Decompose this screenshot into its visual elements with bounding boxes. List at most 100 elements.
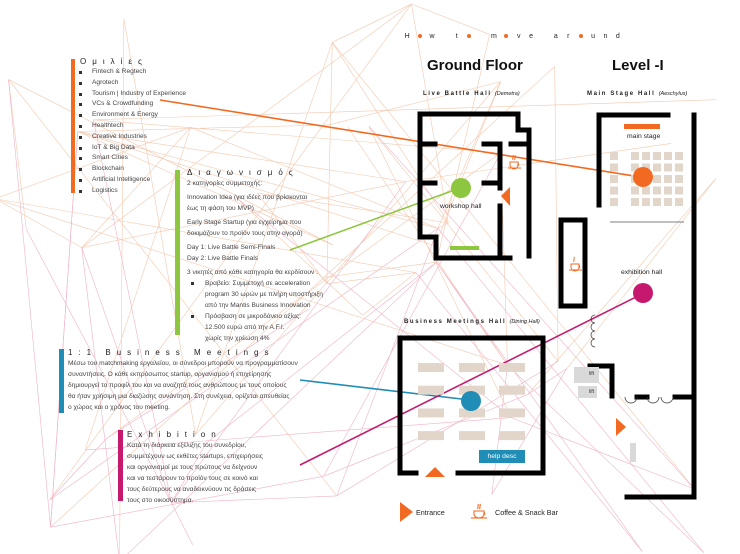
talk-item: IoT & Big Data [74,143,220,154]
background-line [8,79,337,497]
meetings-accent-bar [59,349,64,413]
background-line [336,361,559,497]
seat [675,198,683,206]
talk-item: Environment & Energy [74,110,220,121]
background-line [81,3,412,248]
seat [642,152,650,160]
competition-cat1-cont: έως τη φάση του MVP) [187,205,254,212]
seat [664,198,672,206]
background-line [93,119,501,154]
prize1-line1: Βραβείο: Συμμετοχή σε acceleration [205,280,311,287]
entrance-arrow-business [425,467,445,477]
background-line [81,181,406,248]
meeting-table [459,431,485,441]
seat [664,163,672,172]
lift-1 [574,367,599,383]
header-letter [413,33,425,40]
legend-entrance: Entrance [416,508,445,517]
seat [631,186,639,195]
background-line [257,192,449,224]
marker-main-stage [633,167,653,187]
background-line [326,42,333,284]
background-line [81,247,172,503]
competition-categories: 2 κατηγορίες συμμετοχής: [187,180,263,187]
meetings-line: Μέσω του matchmaking εργαλείου, οι σύνεδ… [68,360,298,367]
meetings-line: δημιουργεί το προφίλ του και να αναζητά … [68,382,287,389]
header-letter [574,33,586,40]
background-line [332,3,412,43]
lift-3 [630,443,636,462]
help-desk: help desc [479,450,525,463]
talk-item: Tourism | Industry of Experience [74,89,220,100]
header-letter [463,33,475,40]
seat [610,186,618,195]
lift-2 [578,386,597,398]
background-line [405,143,672,182]
talk-item: Agrotech [74,78,220,89]
meeting-table [418,385,444,395]
background-line [85,417,512,451]
background-line [437,81,501,229]
talks-accent-bar [71,59,75,193]
background-line [81,247,119,554]
header-dot [417,34,422,38]
background-line [336,228,439,497]
header-letter [500,33,512,40]
competition-winners: 3 νικητές από κάθε κατηγορία θα κερδίσου… [187,269,318,276]
exhibition-line: τους δεύτερους να αναδεικνύουν τις δράσε… [127,486,257,493]
marker-exhibition [633,283,653,303]
background-line [77,131,406,182]
competition-cat2-cont: δοκιμάζουν το προϊόν τους στην αγορά) [187,230,303,237]
seat [642,198,650,206]
connector-competition [289,187,461,251]
exhibition-line: Κατά τη διάρκεια εξέλιξης του συνεδρίου, [127,442,247,449]
seat [675,186,683,195]
background-line [411,3,490,35]
meetings-title: 1:1 Business Meetings [68,348,275,357]
main-stage-hall-name: Main Stage Hall [587,91,656,97]
background-line [106,308,309,439]
header-letter: t [455,33,458,40]
header-letter: m [491,33,497,40]
background-line [49,438,107,500]
seat [610,175,618,183]
meeting-table [499,385,525,395]
business-hall-name: Business Meetings Hall [404,319,507,325]
exhibition-line: τους στο οικοσύστημα. [127,497,194,504]
live-battle-hall-walls [417,111,532,261]
background-line [49,228,439,500]
background-line [347,126,508,366]
background-line [323,261,437,278]
business-hall-sub: (Dining Hall) [509,319,540,325]
background-line [434,81,501,246]
header-letter: H [404,33,410,40]
header-letter: a [553,33,558,40]
talk-item: Blockchain [74,164,220,175]
competition-cat2: Early Stage Startup (για εγχείρημα που [187,219,302,226]
talk-item: VCs & Crowdfunding [74,99,220,110]
background-line [368,126,512,418]
background-line [195,81,501,435]
talk-item: Artificial Intelligence [74,175,220,186]
competition-accent-bar [175,170,180,335]
meeting-table [418,408,444,418]
meetings-line: ο χώρος και ο χρόνος του meeting. [68,404,170,411]
background-line [171,181,407,503]
level-minus-one-walls [558,112,697,500]
exhibition-hall-label: exhibition hall [621,269,663,276]
background-line [362,272,417,316]
header-letter [438,33,450,40]
live-battle-hall-sub: (Demetra) [494,91,520,97]
talk-item: Fintech & Regtech [74,67,220,78]
background-line [25,228,172,503]
talk-item: Smart Cities [74,153,220,164]
seat [664,152,672,160]
background-line [328,81,501,126]
seat [642,186,650,195]
seat [653,186,661,195]
background-line [77,131,333,246]
